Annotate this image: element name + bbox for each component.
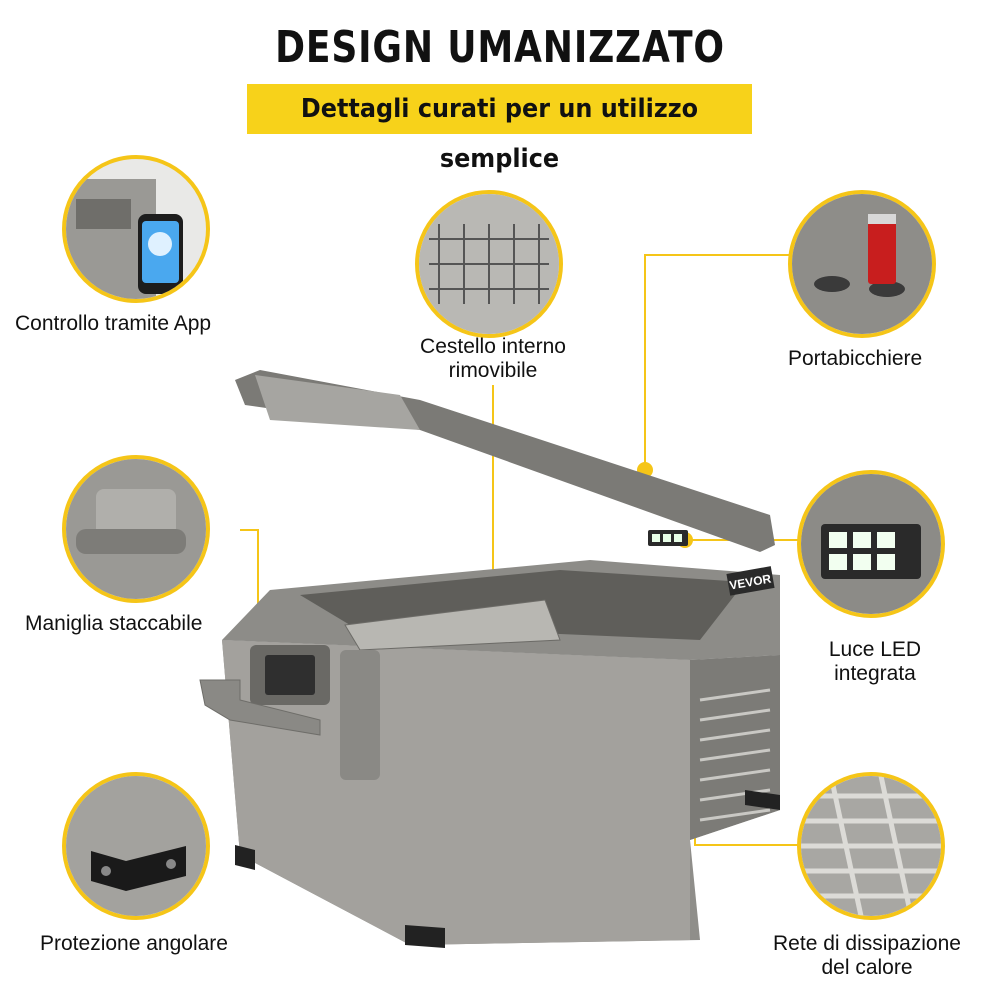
led-light-icon [801,474,941,614]
label-vent-line2: del calore [821,956,913,979]
page-subtitle: Dettagli curati per un utilizzo semplice [300,94,699,174]
phone-app-icon [66,179,183,299]
cup-holder-icon [792,194,932,334]
label-led-line2: integrata [834,662,916,685]
vent-grille [699,688,771,822]
label-handle: Maniglia staccabile [25,612,203,635]
detail-circle-led [797,470,945,618]
detail-circle-app [62,155,210,303]
handle-icon [66,459,206,599]
label-vent-line1: Rete di dissipazione [773,932,961,955]
label-basket-line2: rimovibile [448,359,538,382]
detail-circle-handle [62,455,210,603]
detail-circle-basket [415,190,563,338]
detail-circle-corner [62,772,210,920]
basket-icon [419,194,559,334]
page-title: DESIGN UMANIZZATO [275,22,725,73]
label-basket-line1: Cestello interno [420,335,566,358]
subtitle-banner: Dettagli curati per un utilizzo semplice [247,84,752,174]
label-corner: Protezione angolare [40,932,228,955]
label-cupholder: Portabicchiere [788,347,923,370]
corner-protector-icon [66,776,206,916]
fridge-body [199,370,780,948]
detail-circle-cupholder [788,190,936,338]
label-led-line1: Luce LED [828,638,922,661]
vent-icon [801,776,941,916]
label-app-control: Controllo tramite App [15,312,212,335]
detail-circle-vent [797,772,945,920]
